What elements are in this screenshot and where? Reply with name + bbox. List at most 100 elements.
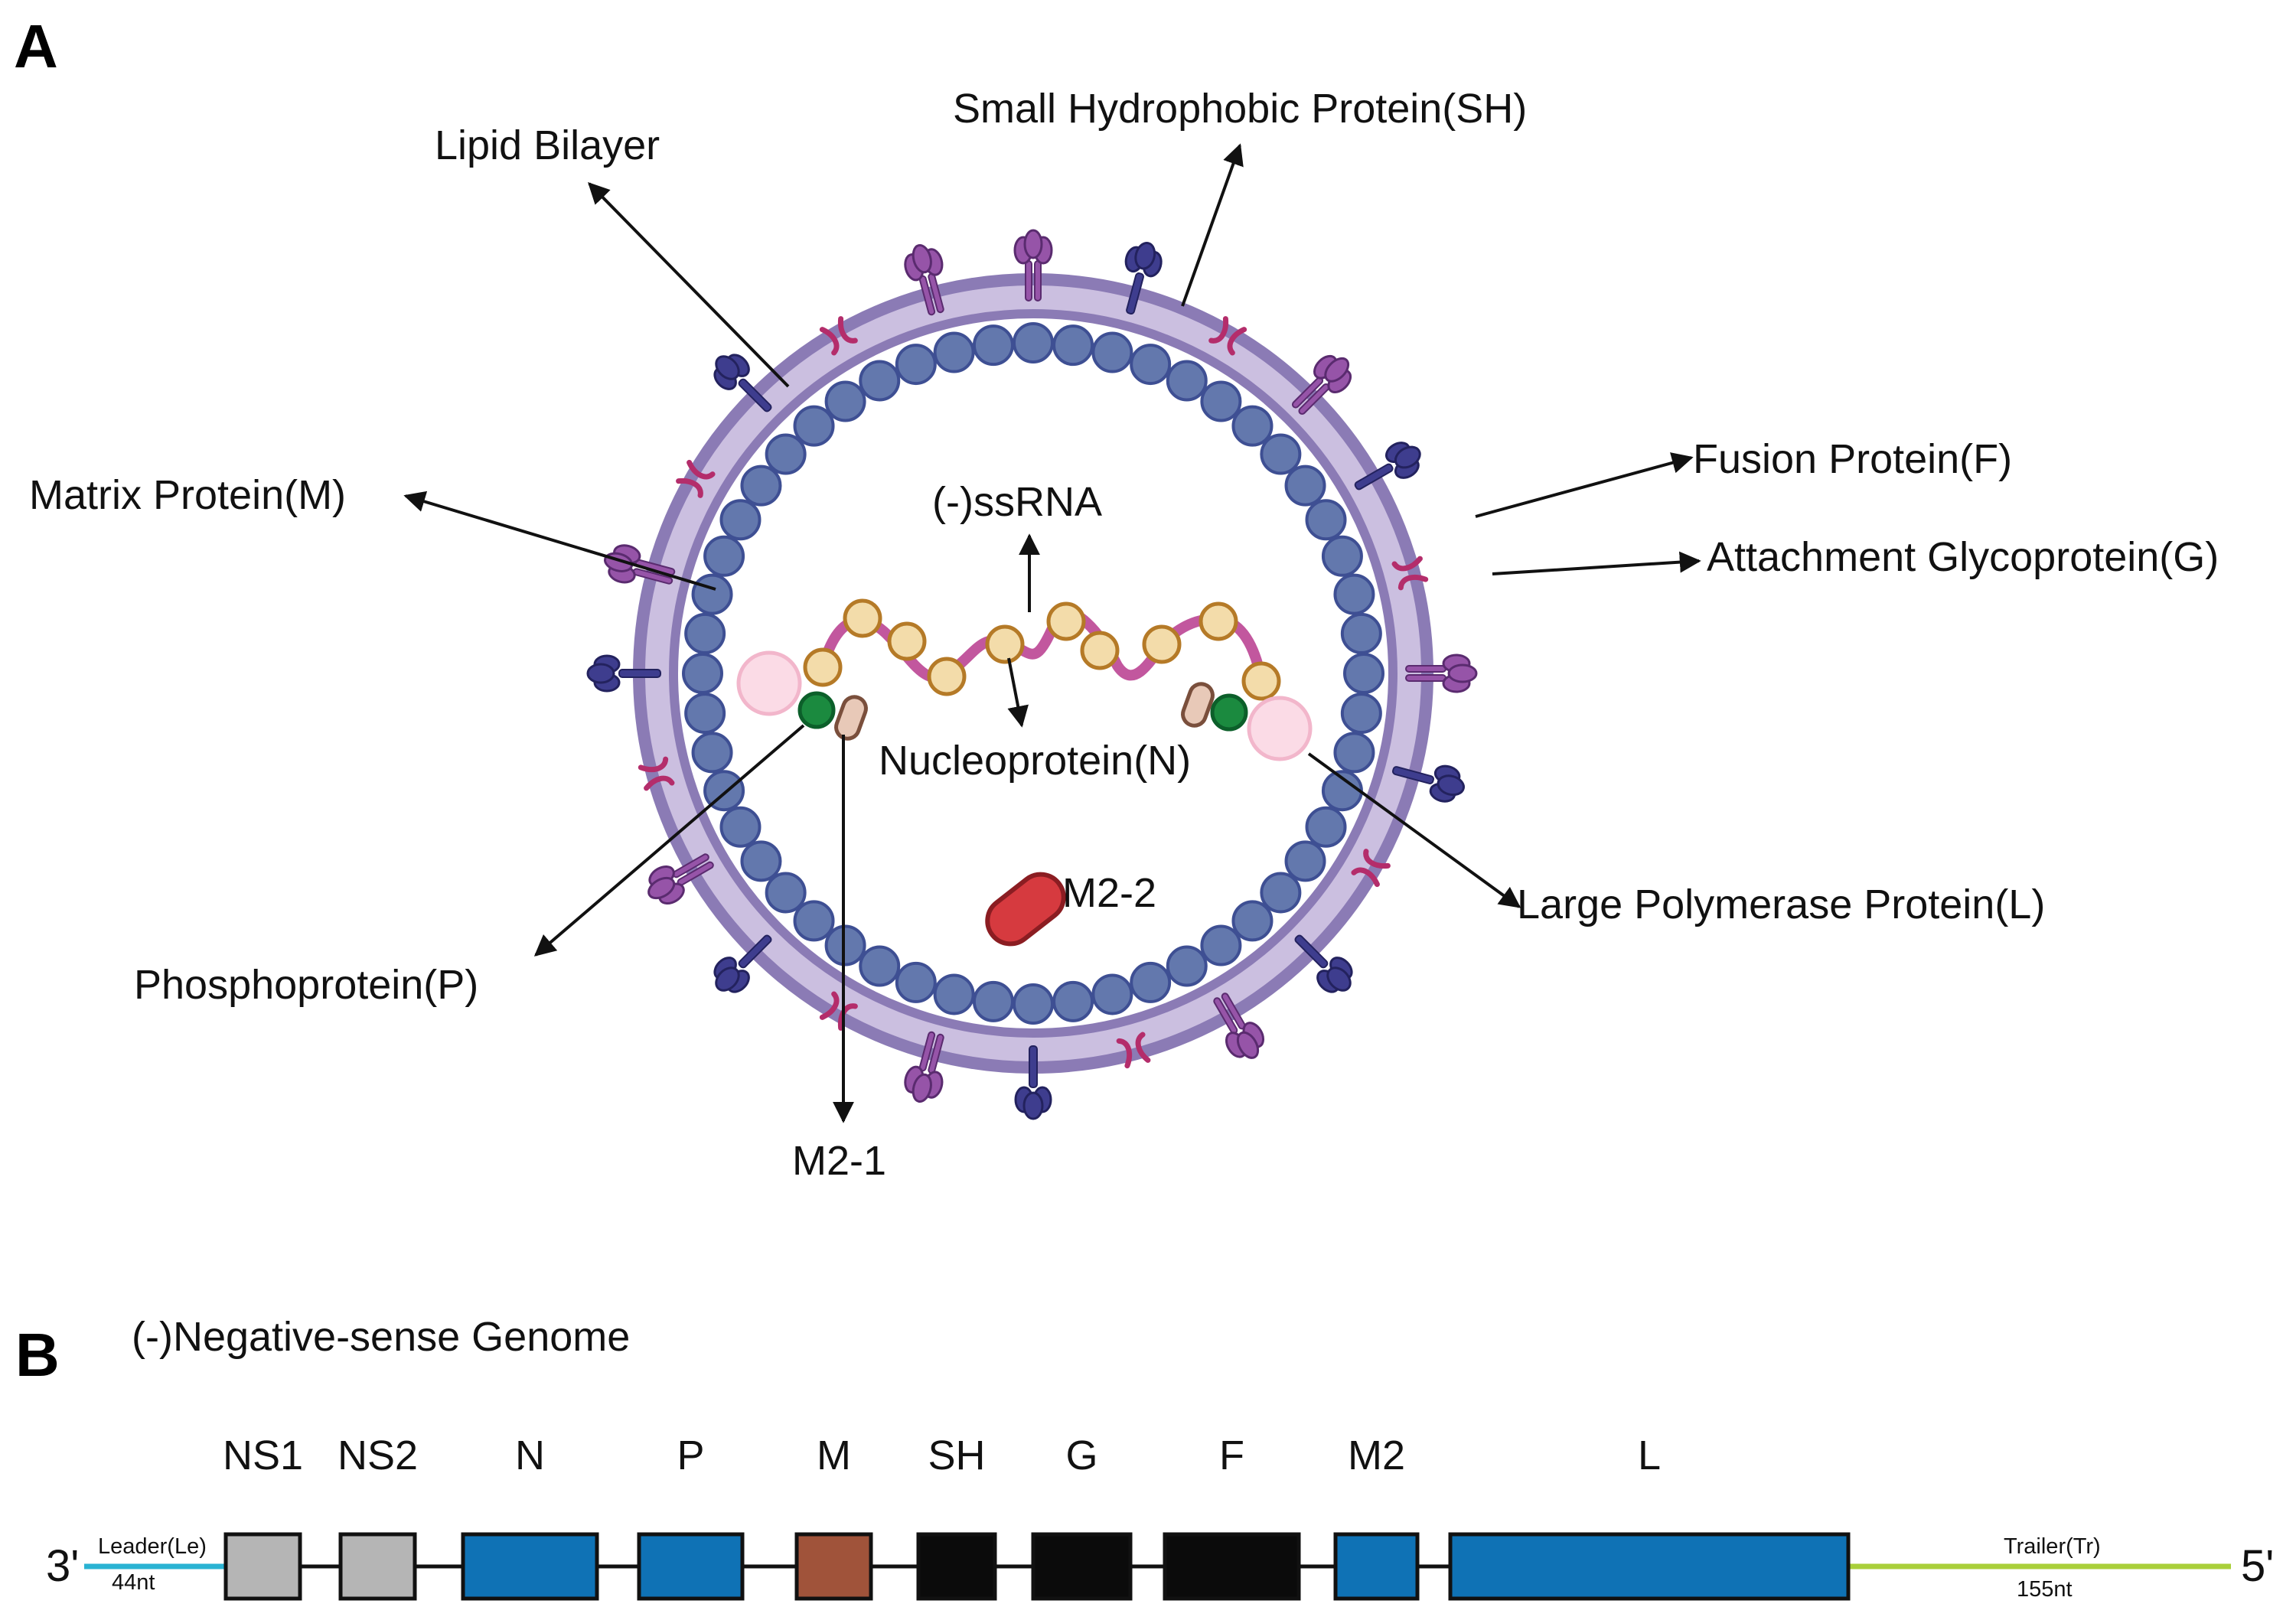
- nucleoprotein-bead: [1142, 624, 1182, 664]
- large-polymerase-right: [1247, 696, 1313, 761]
- gene-box-sh: [916, 1532, 997, 1601]
- gene-label-ns2: NS2: [338, 1433, 418, 1478]
- nucleoprotein-bead: [843, 598, 882, 638]
- sh-protein: [638, 756, 675, 791]
- trailer-length: 155nt: [2017, 1577, 2073, 1602]
- gene-label-m: M: [817, 1433, 851, 1478]
- matrix-bead: [1091, 331, 1133, 373]
- gene-label-ns1: NS1: [223, 1433, 303, 1478]
- matrix-bead: [1130, 961, 1172, 1003]
- attachment-glycoprotein-spike: [713, 934, 772, 993]
- nucleoprotein-bead: [927, 657, 967, 696]
- gene-box-p: [637, 1532, 745, 1601]
- matrix-bead: [1343, 653, 1384, 694]
- gene-box-n: [461, 1532, 599, 1601]
- gene-box-f: [1163, 1532, 1301, 1601]
- nucleoprotein-bead: [985, 624, 1025, 664]
- matrix-bead: [972, 980, 1014, 1022]
- gene-box-ns1: [223, 1532, 302, 1601]
- label-ssrna: (-)ssRNA: [932, 479, 1102, 525]
- sh-protein: [1208, 316, 1247, 356]
- label-m2-2: M2-2: [1062, 870, 1156, 916]
- sh-protein: [819, 316, 858, 356]
- label-large-polymerase: Large Polymerase Protein(L): [1517, 882, 2045, 927]
- panel-a-letter: A: [14, 12, 58, 80]
- gene-box-m2: [1333, 1532, 1420, 1601]
- arrow-matrix: [403, 491, 716, 591]
- nucleoprotein-bead: [887, 621, 927, 661]
- matrix-bead: [1321, 535, 1363, 577]
- matrix-bead: [682, 653, 723, 694]
- label-phosphoprotein: Phosphoprotein(P): [134, 962, 478, 1008]
- fusion-protein-spike: [904, 1031, 944, 1103]
- matrix-bead: [740, 464, 782, 507]
- panel-a-labels: Lipid Bilayer Small Hydrophobic Protein(…: [29, 86, 2219, 1184]
- sh-protein: [1351, 849, 1391, 888]
- matrix-bead: [1091, 973, 1133, 1015]
- label-matrix: Matrix Protein(M): [29, 472, 346, 518]
- phosphoprotein-right: [1210, 693, 1248, 732]
- genome-map: 3' 5' Leader(Le) 44nt Trailer(Tr) 155nt …: [46, 1433, 2274, 1602]
- leader-label: Leader(Le): [98, 1534, 207, 1559]
- nucleoprotein-bead: [1046, 601, 1086, 641]
- matrix-bead: [1333, 732, 1375, 774]
- label-attachment: Attachment Glycoprotein(G): [1707, 534, 2219, 580]
- matrix-bead: [859, 360, 901, 402]
- matrix-bead: [1305, 499, 1347, 541]
- end-5-prime: 5': [2241, 1541, 2274, 1591]
- matrix-bead: [1013, 322, 1054, 363]
- fusion-protein-spike: [1013, 229, 1053, 302]
- matrix-bead: [684, 693, 726, 735]
- matrix-bead: [719, 806, 762, 848]
- arrow-fusion: [1475, 452, 1694, 518]
- matrix-bead: [793, 900, 835, 942]
- attachment-glycoprotein-spike: [1294, 934, 1353, 993]
- label-fusion: Fusion Protein(F): [1693, 436, 2012, 482]
- matrix-bead: [933, 331, 975, 373]
- nucleoprotein-bead: [803, 647, 843, 687]
- nucleoprotein-bead: [1080, 631, 1120, 670]
- end-3-prime: 3': [46, 1541, 79, 1591]
- fusion-protein-spike: [1405, 654, 1478, 693]
- matrix-bead: [824, 380, 866, 422]
- arrow-lipid-bilayer: [588, 182, 790, 388]
- arrow-phosphoprotein: [533, 724, 805, 957]
- matrix-bead: [703, 535, 745, 577]
- sh-protein: [1391, 556, 1429, 591]
- gene-box-m: [794, 1532, 873, 1601]
- matrix-bead: [824, 924, 866, 966]
- fusion-protein-spike: [647, 853, 714, 905]
- matrix-bead: [1284, 464, 1326, 507]
- matrix-bead: [1130, 344, 1172, 386]
- attachment-glycoprotein-spike: [713, 354, 772, 412]
- trailer-label: Trailer(Tr): [2004, 1534, 2101, 1559]
- matrix-bead: [1260, 433, 1302, 475]
- gene-label-sh: SH: [928, 1433, 985, 1478]
- arrow-nucleoprotein: [1007, 657, 1029, 728]
- matrix-bead: [793, 405, 835, 447]
- matrix-bead: [1013, 983, 1054, 1025]
- phosphoprotein-left: [797, 691, 836, 729]
- gene-box-l: [1448, 1532, 1851, 1601]
- label-arrows: [403, 143, 1701, 1123]
- matrix-bead: [1340, 612, 1382, 654]
- lipid-envelope-inner: [669, 309, 1397, 1038]
- matrix-bead: [691, 732, 733, 774]
- arrow-sh: [1181, 143, 1244, 307]
- arrow-large-polymerase: [1307, 752, 1521, 908]
- attachment-glycoprotein-spike: [1124, 242, 1163, 315]
- gene-label-n: N: [515, 1433, 545, 1478]
- genome-title: (-)Negative-sense Genome: [132, 1314, 630, 1360]
- gene-box-ns2: [338, 1532, 417, 1601]
- label-sh: Small Hydrophobic Protein(SH): [953, 86, 1527, 132]
- matrix-bead: [1052, 980, 1094, 1022]
- matrix-bead: [740, 840, 782, 882]
- matrix-bead: [765, 872, 807, 914]
- matrix-bead: [1333, 573, 1375, 615]
- attachment-glycoprotein-spike: [1014, 1045, 1052, 1120]
- label-nucleoprotein: Nucleoprotein(N): [879, 738, 1191, 784]
- matrix-bead: [1284, 840, 1326, 882]
- leader-length: 44nt: [112, 1570, 155, 1595]
- matrix-bead: [765, 433, 807, 475]
